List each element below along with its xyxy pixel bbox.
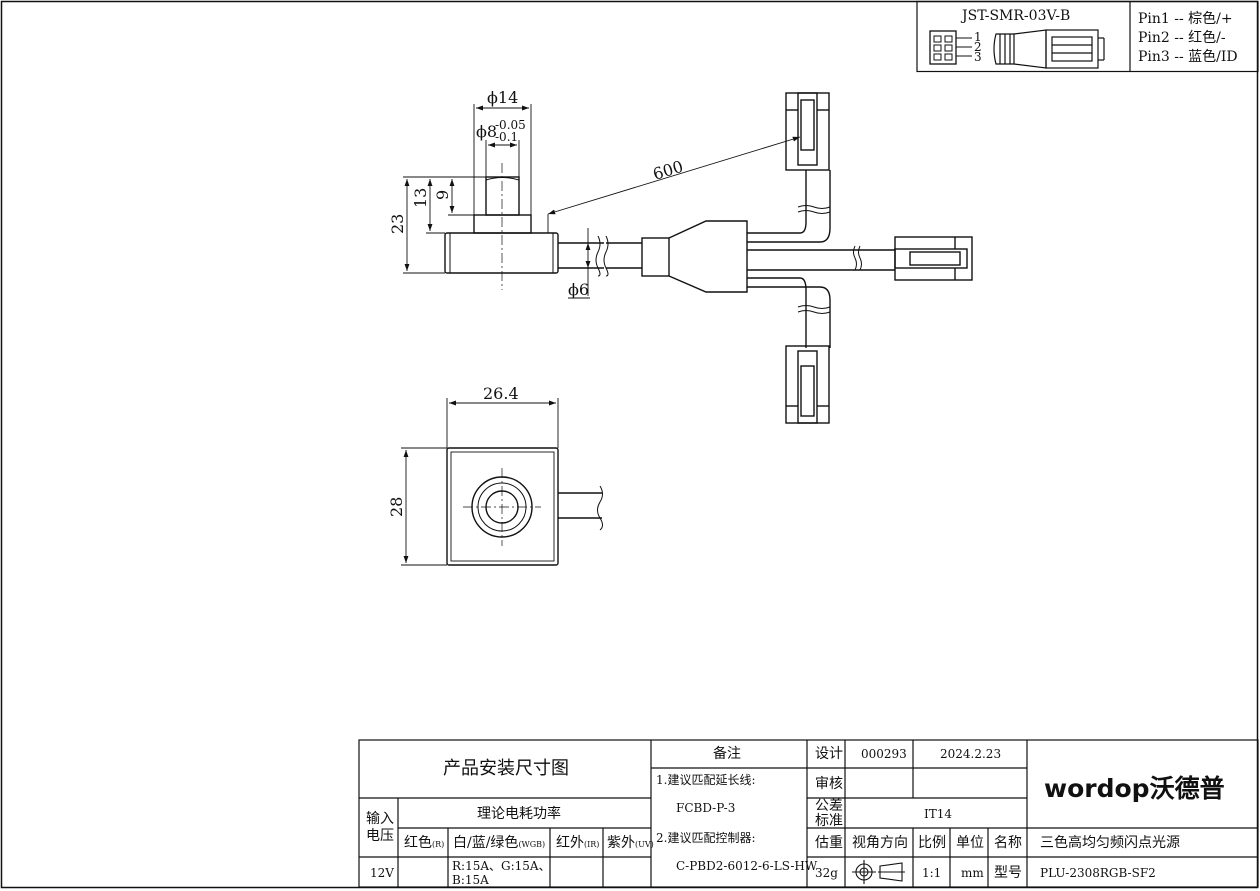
model-value: PLU-2308RGB-SF2 xyxy=(1040,866,1156,880)
rgb-value-2: B:15A xyxy=(452,873,489,887)
scale-label: 比例 xyxy=(918,835,946,851)
dim-23: 23 xyxy=(388,214,407,234)
col-uv: 紫外(UV) xyxy=(607,835,654,851)
pin-number-1: 1 xyxy=(974,30,982,44)
connector-side-icon xyxy=(993,29,1105,69)
tolerance-label-1: 公差 xyxy=(815,798,843,814)
input-voltage-label-2: 电压 xyxy=(366,828,394,844)
view-label: 视角方向 xyxy=(852,835,908,851)
note2-value: C-PBD2-6012-6-LS-HW xyxy=(676,859,818,873)
pin-number-2: 2 xyxy=(974,40,982,54)
col-rgb-text: 白/蓝/绿色 xyxy=(453,834,518,851)
scale-value: 1:1 xyxy=(922,866,941,880)
name-value: 三色高均匀频闪点光源 xyxy=(1040,834,1180,851)
pin2-desc: Pin2 -- 红色/- xyxy=(1138,29,1226,46)
dim-phi6: ϕ6 xyxy=(568,280,589,299)
dim-tol-upper: -0.05 xyxy=(495,118,526,132)
tolerance-label-2: 标准 xyxy=(815,813,843,829)
design-no: 000293 xyxy=(861,747,907,761)
rgb-value-1: R:15A、G:15A、 xyxy=(452,859,551,873)
drawing-title: 产品安装尺寸图 xyxy=(443,758,569,779)
note1-value: FCBD-P-3 xyxy=(676,801,735,815)
dim-13: 13 xyxy=(411,188,430,208)
dim-28: 28 xyxy=(387,497,406,517)
dim-600: 600 xyxy=(651,157,686,184)
unit-label: 单位 xyxy=(956,835,984,851)
projection-symbol-icon xyxy=(852,860,905,884)
dim-tol-lower: -0.1 xyxy=(495,130,518,144)
unit-value: mm xyxy=(961,866,984,880)
pin-number-3: 3 xyxy=(974,50,982,64)
tolerance-value: IT14 xyxy=(924,807,952,821)
power-label: 理论电耗功率 xyxy=(477,805,561,822)
weight-value: 32g xyxy=(815,866,838,880)
side-view-dimensions xyxy=(403,104,801,299)
model-label: 型号 xyxy=(994,865,1022,881)
top-view xyxy=(446,447,603,566)
design-date: 2024.2.23 xyxy=(940,747,1001,761)
input-voltage-label-1: 输入 xyxy=(366,811,394,827)
connector-face-icon: 1 2 3 xyxy=(929,30,982,65)
voltage-value: 12V xyxy=(370,866,394,880)
note2: 2.建议匹配控制器: xyxy=(656,831,756,845)
col-rgb-sub: (WGB) xyxy=(518,840,545,849)
connector-model: JST-SMR-03V-B xyxy=(960,8,1070,24)
design-label: 设计 xyxy=(815,746,843,762)
dim-9: 9 xyxy=(433,190,452,200)
col-ir: 红外(IR) xyxy=(556,835,599,851)
col-red-text: 红色 xyxy=(404,834,432,851)
note1: 1.建议匹配延长线: xyxy=(656,773,756,787)
dim-phi14: ϕ14 xyxy=(487,88,518,107)
col-uv-text: 紫外 xyxy=(607,835,635,851)
dim-phi8: ϕ8 xyxy=(476,122,497,141)
top-view-dimensions xyxy=(401,398,559,566)
notes-label: 备注 xyxy=(713,745,741,762)
pin1-desc: Pin1 -- 棕色/+ xyxy=(1138,10,1233,27)
col-uv-sub: (UV) xyxy=(635,840,654,849)
col-red: 红色(R) xyxy=(404,834,444,851)
connector-info-box: JST-SMR-03V-B 1 2 3 xyxy=(916,0,1259,73)
dim-26-4: 26.4 xyxy=(483,384,519,403)
pin3-desc: Pin3 -- 蓝色/ID xyxy=(1138,48,1238,65)
company-logo: wordop沃德普 xyxy=(1044,774,1225,803)
col-ir-text: 红外 xyxy=(556,835,584,851)
name-label: 名称 xyxy=(994,835,1022,851)
side-view xyxy=(444,92,973,424)
col-ir-sub: (IR) xyxy=(584,840,599,849)
review-label: 审核 xyxy=(815,776,843,792)
col-rgb: 白/蓝/绿色(WGB) xyxy=(453,834,545,851)
title-block xyxy=(358,739,1259,888)
weight-label: 估重 xyxy=(815,835,843,851)
col-red-sub: (R) xyxy=(432,840,444,849)
